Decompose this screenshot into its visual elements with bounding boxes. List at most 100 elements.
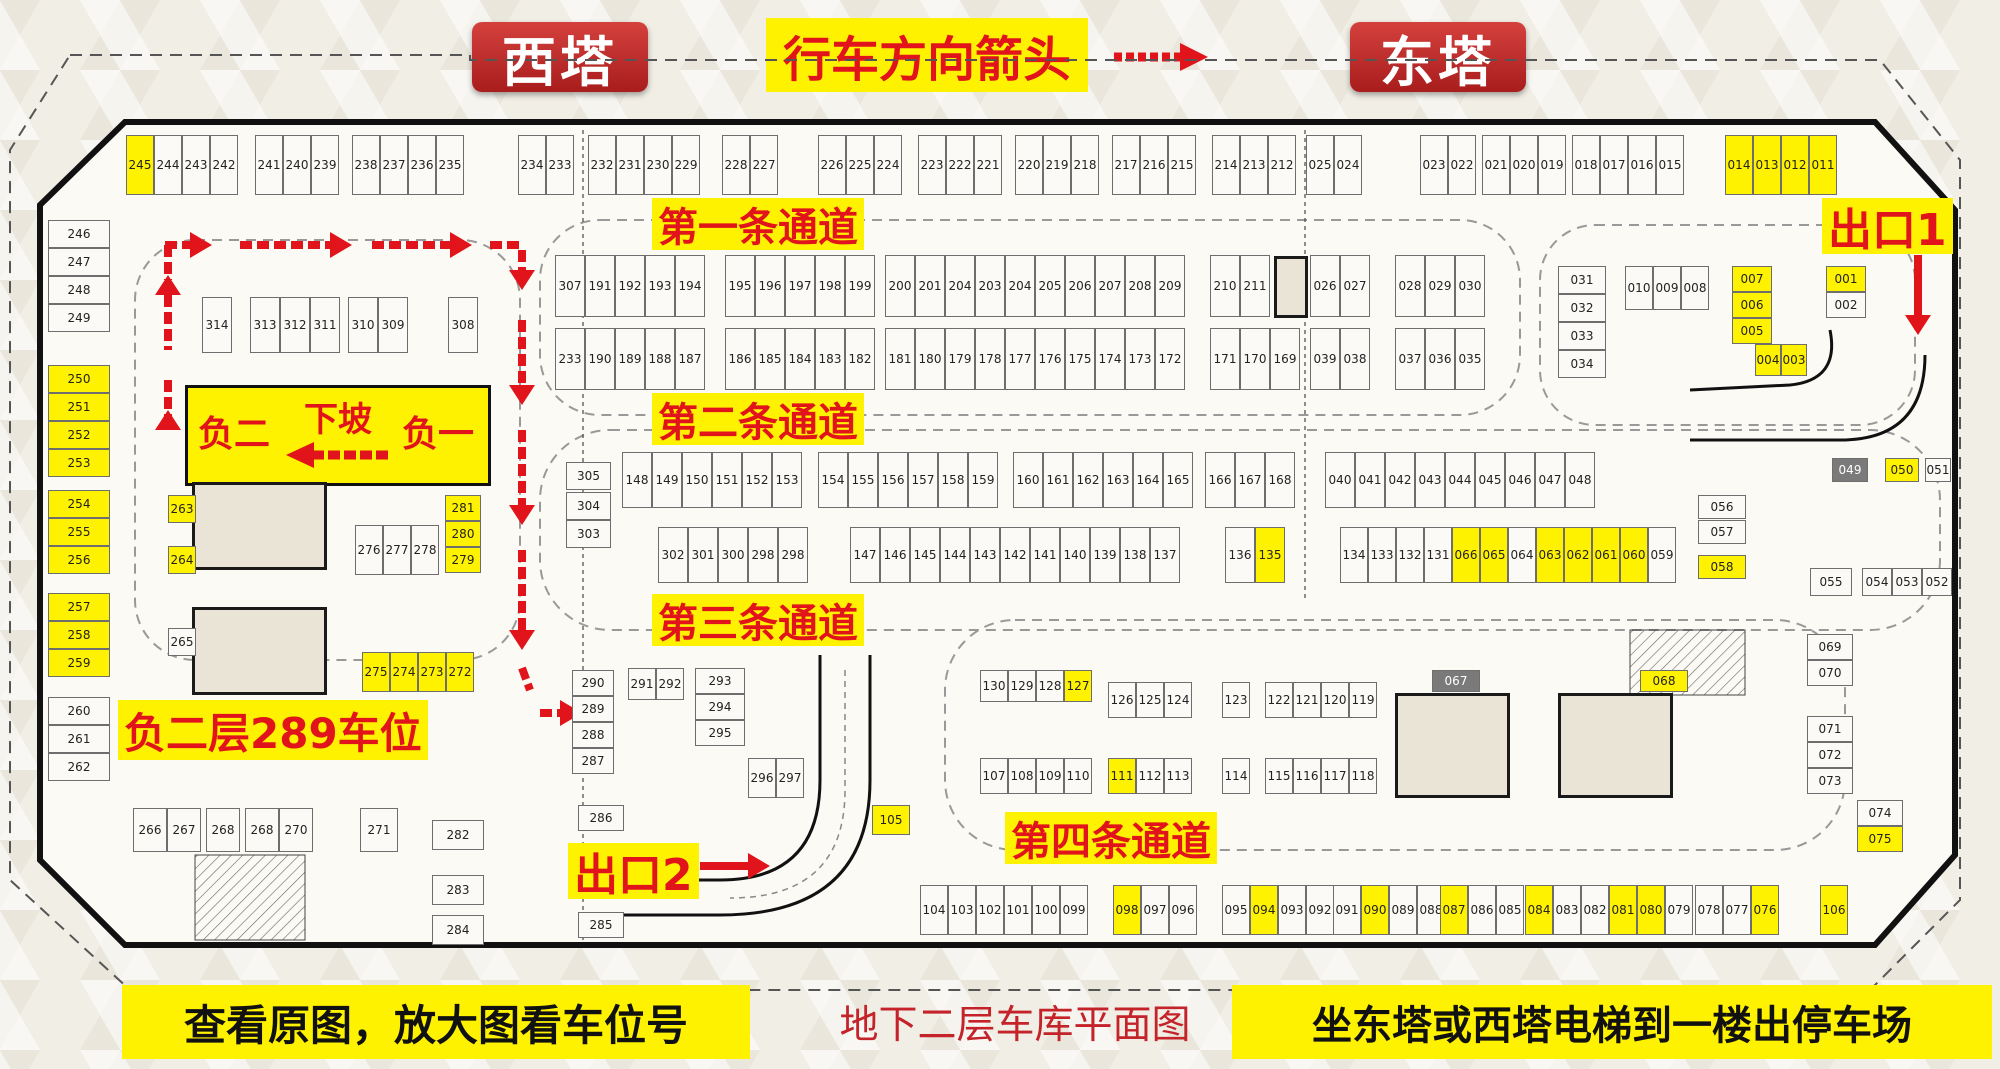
parking-spot-273: 273 <box>418 652 446 692</box>
parking-spot-145: 145 <box>910 527 940 583</box>
parking-spot-170: 170 <box>1240 328 1270 390</box>
parking-spot-105: 105 <box>872 805 910 835</box>
east-core-left <box>1395 693 1510 798</box>
parking-spot-201: 201 <box>915 255 945 317</box>
parking-spot-150: 150 <box>682 452 712 508</box>
parking-spot-014: 014 <box>1725 135 1753 195</box>
parking-spot-236: 236 <box>408 135 436 195</box>
parking-spot-002: 002 <box>1826 292 1866 318</box>
parking-spot-211: 211 <box>1240 255 1270 317</box>
parking-spot-123: 123 <box>1222 682 1250 718</box>
parking-spot-031: 031 <box>1558 266 1606 294</box>
parking-spot-256: 256 <box>48 546 110 574</box>
parking-spot-153: 153 <box>772 452 802 508</box>
parking-spot-148: 148 <box>622 452 652 508</box>
parking-spot-301: 301 <box>688 527 718 583</box>
parking-spot-101: 101 <box>1004 885 1032 935</box>
parking-spot-140: 140 <box>1060 527 1090 583</box>
parking-spot-231: 231 <box>616 135 644 195</box>
parking-spot-161: 161 <box>1043 452 1073 508</box>
parking-spot-298: 298 <box>748 527 778 583</box>
parking-spot-137: 137 <box>1150 527 1180 583</box>
parking-spot-075: 075 <box>1857 826 1903 852</box>
direction-arrow-icon <box>1114 43 1208 71</box>
parking-spot-162: 162 <box>1073 452 1103 508</box>
parking-spot-250: 250 <box>48 365 110 393</box>
parking-spot-252: 252 <box>48 421 110 449</box>
parking-spot-276: 276 <box>355 525 383 575</box>
parking-spot-247: 247 <box>48 248 110 276</box>
parking-spot-253: 253 <box>48 449 110 477</box>
parking-spot-020: 020 <box>1510 135 1538 195</box>
parking-spot-203: 203 <box>975 255 1005 317</box>
parking-spot-040: 040 <box>1325 452 1355 508</box>
parking-spot-139: 139 <box>1090 527 1120 583</box>
ramp-arrow-icon <box>286 442 390 468</box>
parking-spot-026: 026 <box>1310 255 1340 317</box>
stair-core-top <box>1274 256 1308 318</box>
parking-spot-045: 045 <box>1475 452 1505 508</box>
parking-spot-058: 058 <box>1698 555 1746 579</box>
parking-spot-189: 189 <box>615 328 645 390</box>
parking-spot-283: 283 <box>432 875 484 905</box>
parking-spot-291: 291 <box>628 668 656 700</box>
parking-spot-116: 116 <box>1293 758 1321 794</box>
parking-spot-165: 165 <box>1163 452 1193 508</box>
parking-spot-016: 016 <box>1628 135 1656 195</box>
parking-spot-246: 246 <box>48 220 110 248</box>
parking-spot-106: 106 <box>1820 885 1848 935</box>
parking-spot-257: 257 <box>48 593 110 621</box>
parking-spot-027: 027 <box>1340 255 1370 317</box>
parking-spot-107: 107 <box>980 758 1008 794</box>
parking-spot-072: 072 <box>1807 742 1853 768</box>
parking-spot-089: 089 <box>1389 885 1417 935</box>
parking-spot-200: 200 <box>885 255 915 317</box>
parking-spot-197: 197 <box>785 255 815 317</box>
parking-spot-059: 059 <box>1648 527 1676 583</box>
parking-spot-039: 039 <box>1310 328 1340 390</box>
parking-spot-023: 023 <box>1420 135 1448 195</box>
parking-spot-138: 138 <box>1120 527 1150 583</box>
parking-spot-146: 146 <box>880 527 910 583</box>
parking-spot-222: 222 <box>946 135 974 195</box>
west-core-top <box>192 482 327 570</box>
parking-spot-207: 207 <box>1095 255 1125 317</box>
parking-spot-125: 125 <box>1136 682 1164 718</box>
parking-spot-289: 289 <box>572 696 614 722</box>
parking-spot-076: 076 <box>1751 885 1779 935</box>
parking-spot-284: 284 <box>432 915 484 945</box>
parking-spot-190: 190 <box>585 328 615 390</box>
parking-spot-069: 069 <box>1807 634 1853 660</box>
parking-spot-017: 017 <box>1600 135 1628 195</box>
parking-spot-124: 124 <box>1164 682 1192 718</box>
parking-spot-302: 302 <box>658 527 688 583</box>
lane-label-1: 第一条通道 <box>652 198 864 251</box>
parking-spot-233: 233 <box>555 328 585 390</box>
parking-spot-048: 048 <box>1565 452 1595 508</box>
parking-spot-187: 187 <box>675 328 705 390</box>
parking-spot-156: 156 <box>878 452 908 508</box>
parking-spot-272: 272 <box>446 652 474 692</box>
parking-spot-141: 141 <box>1030 527 1060 583</box>
parking-spot-010: 010 <box>1625 266 1653 310</box>
parking-spot-229: 229 <box>672 135 700 195</box>
footer-left-note: 查看原图，放大图看车位号 <box>122 985 750 1059</box>
parking-spot-266: 266 <box>133 808 167 852</box>
parking-spot-238: 238 <box>352 135 380 195</box>
parking-spot-042: 042 <box>1385 452 1415 508</box>
parking-spot-230: 230 <box>644 135 672 195</box>
parking-spot-264: 264 <box>168 546 196 574</box>
parking-spot-030: 030 <box>1455 255 1485 317</box>
east-core-right <box>1558 693 1673 798</box>
parking-spot-245: 245 <box>126 135 154 195</box>
parking-spot-285: 285 <box>578 912 624 938</box>
parking-spot-304: 304 <box>566 492 611 520</box>
parking-spot-055: 055 <box>1810 568 1852 596</box>
parking-spot-251: 251 <box>48 393 110 421</box>
parking-spot-215: 215 <box>1168 135 1196 195</box>
parking-spot-024: 024 <box>1334 135 1362 195</box>
parking-spot-117: 117 <box>1321 758 1349 794</box>
parking-spot-151: 151 <box>712 452 742 508</box>
parking-spot-003: 003 <box>1781 344 1807 376</box>
parking-spot-293: 293 <box>695 668 745 694</box>
